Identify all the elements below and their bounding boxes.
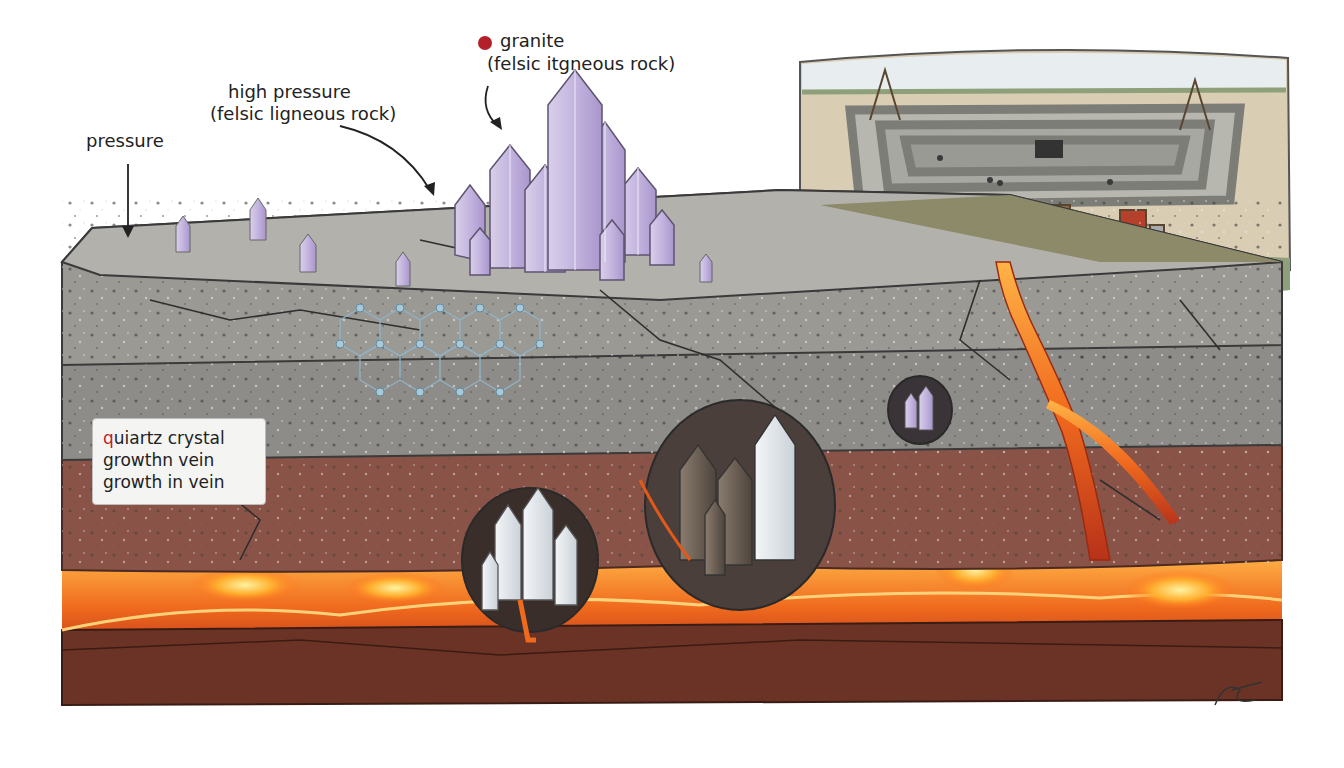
label-box: quiartz crystal growthn vein growth in v…: [92, 418, 266, 505]
box-text: quiartz crystal growthn vein growth in v…: [103, 427, 253, 493]
callout-label: pressure: [86, 131, 164, 152]
callout-label: granite: [500, 31, 564, 52]
callout-note: (felsic ligneous rock): [210, 104, 396, 125]
callout-note: (felsic itgneous rock): [487, 54, 675, 75]
callout-label: high pressure: [228, 82, 351, 103]
label-dot: [478, 36, 492, 50]
